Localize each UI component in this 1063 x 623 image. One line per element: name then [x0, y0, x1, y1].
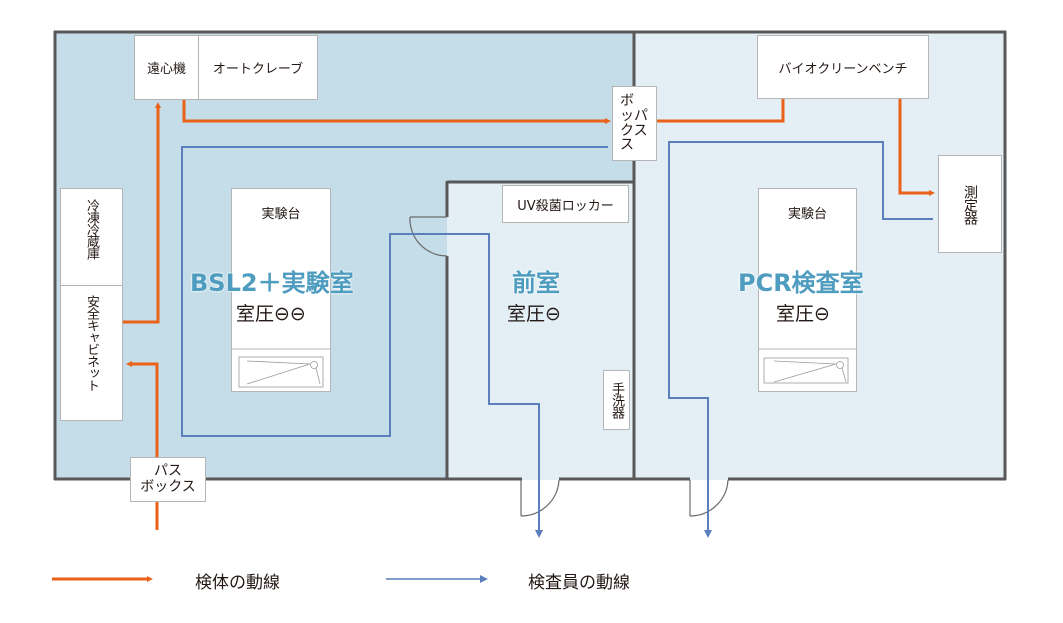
bsl2-room-pressure: 室圧⊖⊖: [236, 303, 306, 325]
door-pcr-exit[interactable]: [689, 479, 729, 517]
pass-box-middle-line2: ッパ: [620, 107, 648, 124]
hand-washer-box[interactable]: 手洗器: [603, 370, 630, 430]
hand-washer-label: 手洗器: [609, 382, 624, 418]
pass-box-middle[interactable]: ボ ッパ クス ス: [612, 86, 657, 161]
door-anteroom-exit[interactable]: [520, 479, 560, 517]
specimen-path-centrifuge-to-passbox: [182, 99, 611, 124]
specimen-path-passbox-to-cleanbench: [656, 91, 786, 123]
measuring-device-label: 測定器: [962, 184, 978, 224]
pcr-room-name: PCR検査室: [738, 269, 864, 297]
specimen-path-cleanbench-to-measure: [898, 99, 935, 196]
measuring-device-box[interactable]: 測定器: [938, 155, 1002, 253]
clean-bench-box[interactable]: バイオクリーンベンチ: [757, 35, 929, 99]
centrifuge-box[interactable]: 遠心機: [134, 35, 199, 100]
anteroom-name: 前室: [512, 269, 560, 297]
uv-locker-box[interactable]: UV殺菌ロッカー: [502, 185, 629, 223]
inspector-flow: [181, 141, 933, 538]
legend-inspector-label: 検査員の動線: [528, 573, 630, 593]
walls: [53, 30, 1007, 481]
specimen-path-cabinet-to-centrifuge: [122, 102, 161, 324]
safety-cabinet-box[interactable]: 安全キャビネット: [60, 285, 123, 421]
autoclave-label: オートクレーブ: [212, 62, 304, 77]
pass-box-middle-line1: ボ: [620, 93, 634, 110]
anteroom-floor: [447, 181, 634, 480]
clean-bench-label: バイオクリーンベンチ: [778, 61, 908, 77]
bsl2-room-name: BSL2＋実験室: [190, 269, 354, 297]
inspector-path-bsl2: [181, 146, 608, 538]
freezer-label: 冷凍冷蔵庫: [84, 199, 99, 259]
anteroom-pressure: 室圧⊖: [507, 303, 561, 325]
pass-box-bottom[interactable]: パス ボックス: [130, 457, 206, 502]
door-bsl2-anteroom[interactable]: [409, 216, 448, 257]
pcr-bench-label: 実験台: [787, 207, 827, 222]
pass-box-bottom-line1: パス: [154, 463, 182, 480]
pcr-room-pressure: 室圧⊖: [776, 303, 830, 325]
pass-box-middle-line3: クス: [620, 122, 648, 139]
legend-specimen-label: 検体の動線: [195, 573, 280, 593]
centrifuge-label: 遠心機: [146, 62, 186, 77]
pass-box-bottom-line2: ボックス: [140, 478, 196, 495]
uv-locker-label: UV殺菌ロッカー: [517, 198, 614, 214]
pass-box-middle-line4: ス: [620, 137, 634, 154]
safety-cabinet-label: 安全キャビネット: [84, 295, 99, 391]
bsl2-bench-label: 実験台: [261, 207, 301, 222]
autoclave-box[interactable]: オートクレーブ: [198, 35, 318, 100]
inspector-path-pcr: [668, 141, 933, 538]
freezer-box[interactable]: 冷凍冷蔵庫: [60, 188, 123, 286]
